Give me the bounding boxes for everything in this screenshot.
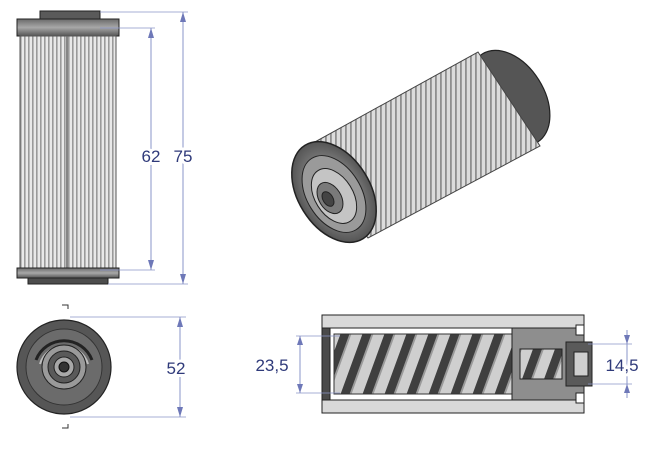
dimension-diameter: 52 [70,316,188,418]
section-top-wall [321,314,585,329]
dimension-label-52: 52 [167,359,186,378]
dimension-label-23-5: 23,5 [255,356,288,375]
isometric-view [291,49,551,244]
dimension-bore: 23,5 [252,335,340,394]
dimension-label-62: 62 [142,147,161,166]
end-view-center-bore [58,361,70,373]
section-bottom-wall [321,399,585,414]
dimension-inner-height: 62 [100,27,163,271]
pleated-media [19,35,117,269]
bottom-cap-lip [27,277,109,285]
front-view [16,10,120,285]
spiral-core [333,333,515,395]
dimension-overall-height: 75 [100,11,195,285]
section-view [321,314,593,414]
top-cap [16,18,120,37]
bottom-cap [16,267,120,279]
section-left-cap [321,327,331,401]
end-view [16,304,112,429]
dimension-label-14-5: 14,5 [605,356,638,375]
dimension-label-75: 75 [174,147,193,166]
dimension-outlet: 14,5 [588,330,642,398]
